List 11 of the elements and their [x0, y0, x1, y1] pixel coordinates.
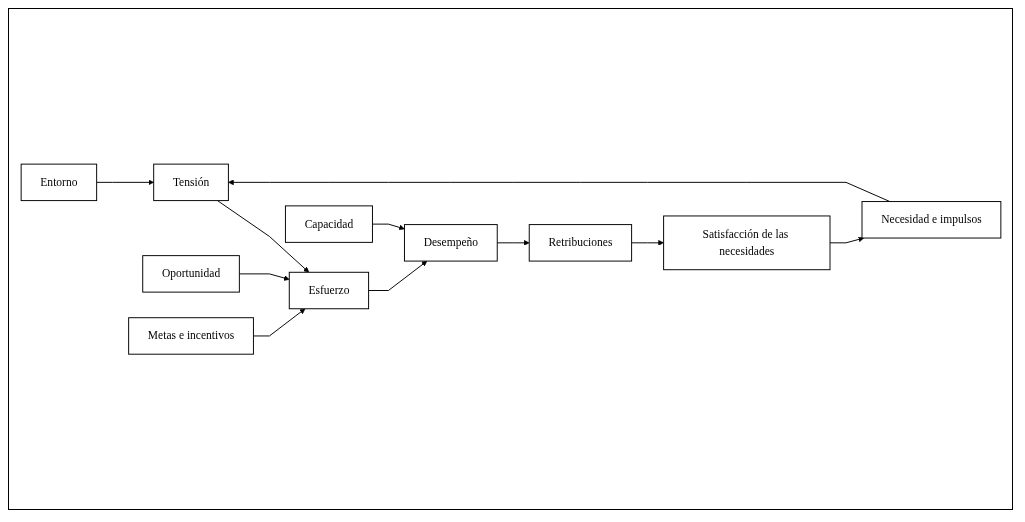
node-box — [403, 223, 498, 262]
node-box — [528, 223, 632, 262]
node-box — [127, 317, 254, 355]
node-box — [861, 200, 1001, 239]
node-box — [141, 255, 240, 293]
node-box — [662, 215, 830, 271]
diagram-frame: Entorno Tensión Oportunidad Esfuerzo Desempeño Retribuciones Necesidad e impulsos Metas e incentivos Capacidad Satisfacción de las necesidades — [8, 8, 1013, 510]
node-box — [152, 163, 229, 201]
node-box — [20, 163, 97, 201]
node-box — [288, 271, 369, 310]
node-box — [284, 205, 373, 243]
